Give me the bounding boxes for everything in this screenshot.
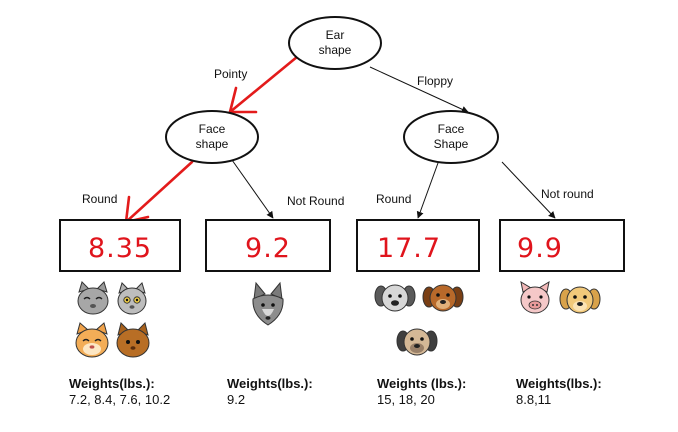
leaf-value-1: 8.35 xyxy=(88,233,152,264)
edge-label-right-round: Round xyxy=(376,192,411,206)
cat-icon xyxy=(117,282,147,315)
leaf-3-weights-values: 15, 18, 20 xyxy=(377,392,435,407)
edge-floppy xyxy=(369,66,469,113)
leaf-box-1 xyxy=(59,219,181,272)
leaf-2-weights-title: Weights(lbs.): xyxy=(227,376,313,391)
left-node-label-line2: shape xyxy=(196,137,229,151)
cat-icon xyxy=(116,322,150,358)
left-node-label-line1: Face xyxy=(199,122,226,136)
leaf-box-3 xyxy=(356,219,480,272)
right-node-label-line2: Shape xyxy=(434,137,469,151)
edge-label-pointy: Pointy xyxy=(214,67,247,81)
edge-label-floppy: Floppy xyxy=(417,74,453,88)
right-face-shape-node xyxy=(403,110,499,164)
leaf-value-2: 9.2 xyxy=(245,233,291,264)
leaf-3-weights: Weights (lbs.): 15, 18, 20 xyxy=(377,376,466,408)
leaf-2-weights-values: 9.2 xyxy=(227,392,246,407)
edge-label-right-not-round: Not round xyxy=(541,187,594,201)
leaf-1-weights-title: Weights(lbs.): xyxy=(69,376,155,391)
left-face-shape-node xyxy=(165,110,259,164)
leaf-4-weights-title: Weights(lbs.): xyxy=(516,376,602,391)
dog-icon xyxy=(559,286,601,314)
edge-left-not-round xyxy=(231,159,274,219)
root-node-label-line2: shape xyxy=(319,43,352,57)
leaf-box-4 xyxy=(499,219,625,272)
edge-pointy xyxy=(228,50,305,114)
dog-icon xyxy=(422,284,464,312)
root-node-label-line1: Ear xyxy=(326,28,345,42)
dog-icon xyxy=(374,284,416,312)
edge-right-round xyxy=(416,162,439,219)
leaf-1-weights-values: 7.2, 8.4, 7.6, 10.2 xyxy=(69,392,171,407)
leaf-4-weights: Weights(lbs.): 8.8,11 xyxy=(516,376,602,408)
edge-label-left-not-round: Not Round xyxy=(287,194,344,208)
edge-left-round xyxy=(124,160,194,224)
dog-icon xyxy=(396,328,438,356)
leaf-box-2 xyxy=(205,219,331,272)
leaf-1-weights: Weights(lbs.): 7.2, 8.4, 7.6, 10.2 xyxy=(69,376,170,408)
cat-icon xyxy=(75,322,109,358)
right-node-label-line1: Face xyxy=(438,122,465,136)
leaf-value-4: 9.9 xyxy=(517,233,563,264)
leaf-4-weights-values: 8.8,11 xyxy=(516,392,552,407)
leaf-2-weights: Weights(lbs.): 9.2 xyxy=(227,376,313,408)
edge-label-left-round: Round xyxy=(82,192,117,206)
edge-right-not-round xyxy=(501,161,556,219)
pig-icon xyxy=(520,280,550,314)
cat-icon xyxy=(77,281,109,315)
leaf-3-weights-title: Weights (lbs.): xyxy=(377,376,467,391)
wolf-icon xyxy=(252,281,284,326)
leaf-value-3: 17.7 xyxy=(377,233,441,264)
root-node xyxy=(288,16,382,70)
